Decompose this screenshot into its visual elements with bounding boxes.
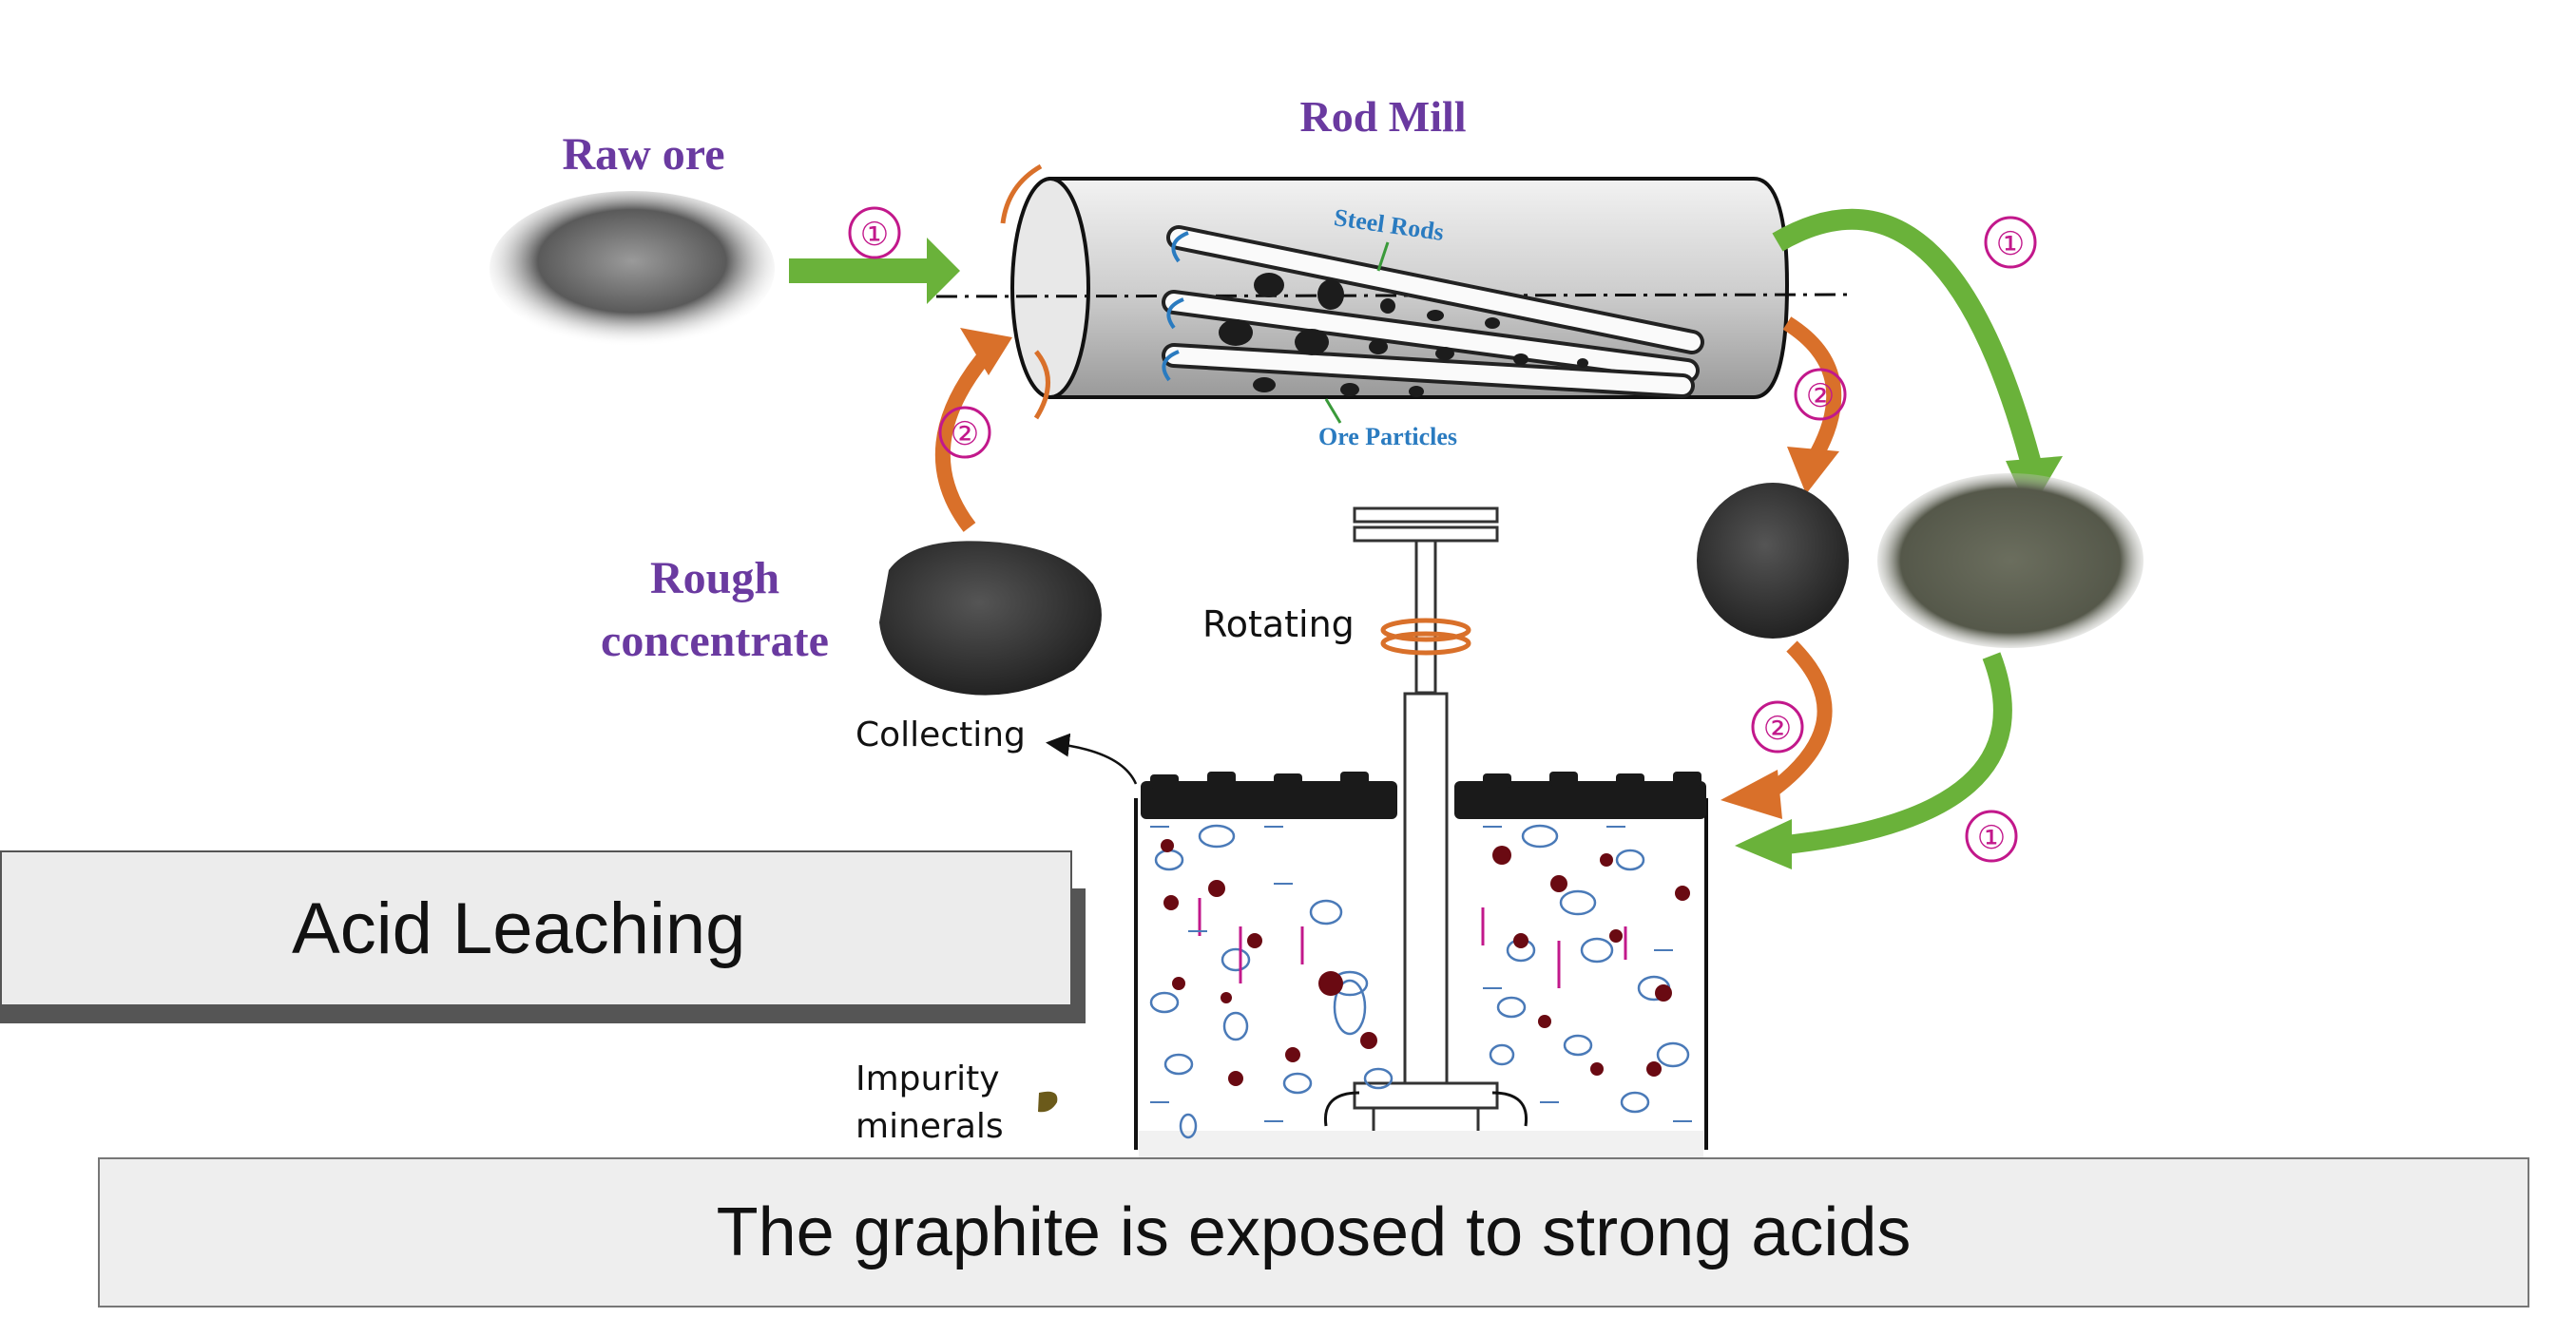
- svg-text:①: ①: [1977, 819, 2006, 857]
- raw-ore-label: Raw ore: [562, 129, 724, 180]
- section-title-text: Acid Leaching: [292, 888, 746, 969]
- svg-text:②: ②: [1806, 377, 1835, 415]
- ore-particles: [1219, 273, 1588, 397]
- mineral-particles: [1161, 839, 1690, 1086]
- dash-marks: [1150, 826, 1692, 1122]
- step-1-right-bottom: ①: [1965, 810, 2018, 863]
- impurity-swatch: [1038, 1091, 1058, 1113]
- rough-concentrate-label-1: Rough: [650, 553, 779, 603]
- caption-text: The graphite is exposed to strong acids: [716, 1194, 1912, 1270]
- step-2-left: ②: [938, 406, 991, 459]
- fine-powder-image: [1877, 473, 2143, 648]
- caption-box: The graphite is exposed to strong acids: [98, 1157, 2529, 1307]
- rotation-arrows-blue: [1162, 231, 1189, 382]
- rod-mill-label: Rod Mill: [1299, 92, 1466, 141]
- step-2-right-bottom: ②: [1751, 700, 1804, 754]
- svg-text:①: ①: [1996, 225, 2025, 263]
- raw-ore-image: [490, 191, 775, 347]
- step-2-right-top: ②: [1794, 368, 1847, 421]
- rough-concentrate-label-2: concentrate: [601, 616, 829, 666]
- step-1-right-top: ①: [1984, 216, 2037, 269]
- section-title: Acid Leaching: [0, 850, 1072, 1006]
- flotation-tank: [1134, 798, 1708, 1159]
- froth-layer: [1141, 772, 1706, 819]
- mill-output-orange-arrow: [1782, 316, 1842, 494]
- dark-concentrate-image: [1697, 483, 1849, 639]
- impurity-label-1: Impurity: [855, 1059, 1000, 1098]
- collecting-arrow: [1046, 733, 1138, 785]
- mill-inlet-arrows: [1000, 163, 1050, 420]
- collecting-label: Collecting: [855, 716, 1026, 754]
- svg-text:②: ②: [1763, 710, 1792, 748]
- bubbles: [1149, 824, 1690, 1139]
- impeller-flow-arrows: [1323, 1091, 1528, 1127]
- raw-ore-arrow: [789, 238, 960, 304]
- rough-concentrate-image: [879, 541, 1102, 696]
- rising-arrows: [1198, 898, 1627, 988]
- impurity-label-2: minerals: [855, 1107, 1004, 1146]
- ore-particles-label: Ore Particles: [1318, 423, 1457, 450]
- step-1-raw: ①: [848, 206, 901, 259]
- svg-text:①: ①: [860, 216, 889, 254]
- rotating-label: Rotating: [1202, 603, 1355, 645]
- rotating-icon: [1380, 618, 1471, 656]
- recycle-green-arrow-right: [1735, 652, 2012, 869]
- steel-rods: [1162, 225, 1704, 398]
- svg-text:②: ②: [951, 415, 979, 453]
- recycle-orange-arrow-right: [1721, 640, 1833, 819]
